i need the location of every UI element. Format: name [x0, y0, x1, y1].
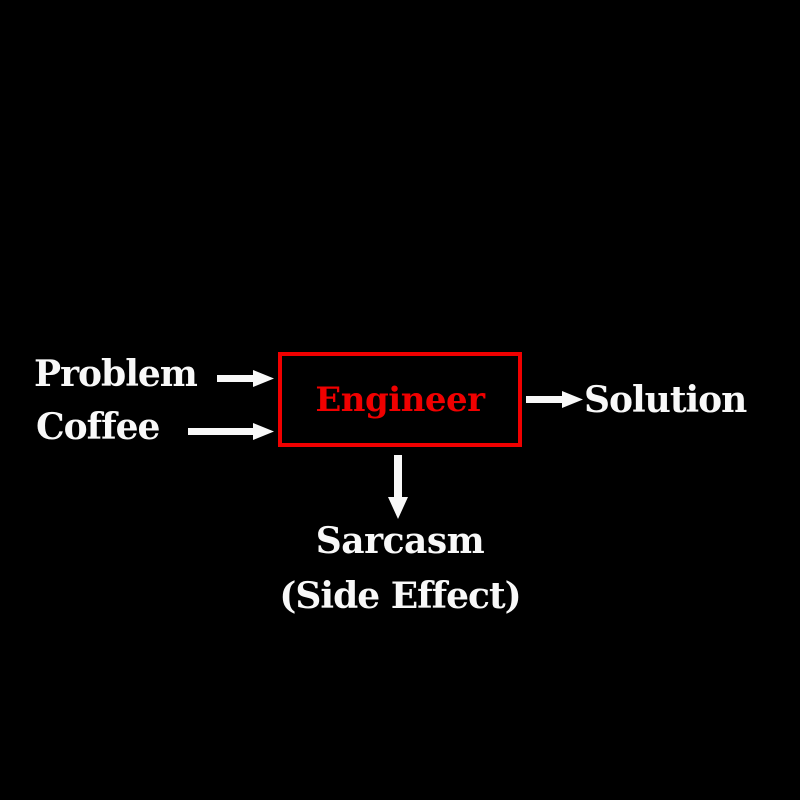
arrow-right-icon: [188, 423, 274, 440]
process-label-engineer: Engineer: [315, 379, 485, 420]
arrow-right-icon: [217, 370, 274, 387]
arrow-down-icon: [388, 455, 408, 519]
arrow-right-icon: [526, 391, 583, 408]
side-effect-label-sarcasm: Sarcasm: [315, 520, 485, 562]
input-label-problem: Problem: [34, 353, 198, 395]
input-label-coffee: Coffee: [36, 406, 160, 448]
process-box-engineer: Engineer: [278, 352, 522, 447]
output-label-solution: Solution: [584, 379, 747, 421]
side-effect-note: (Side Effect): [279, 575, 521, 617]
